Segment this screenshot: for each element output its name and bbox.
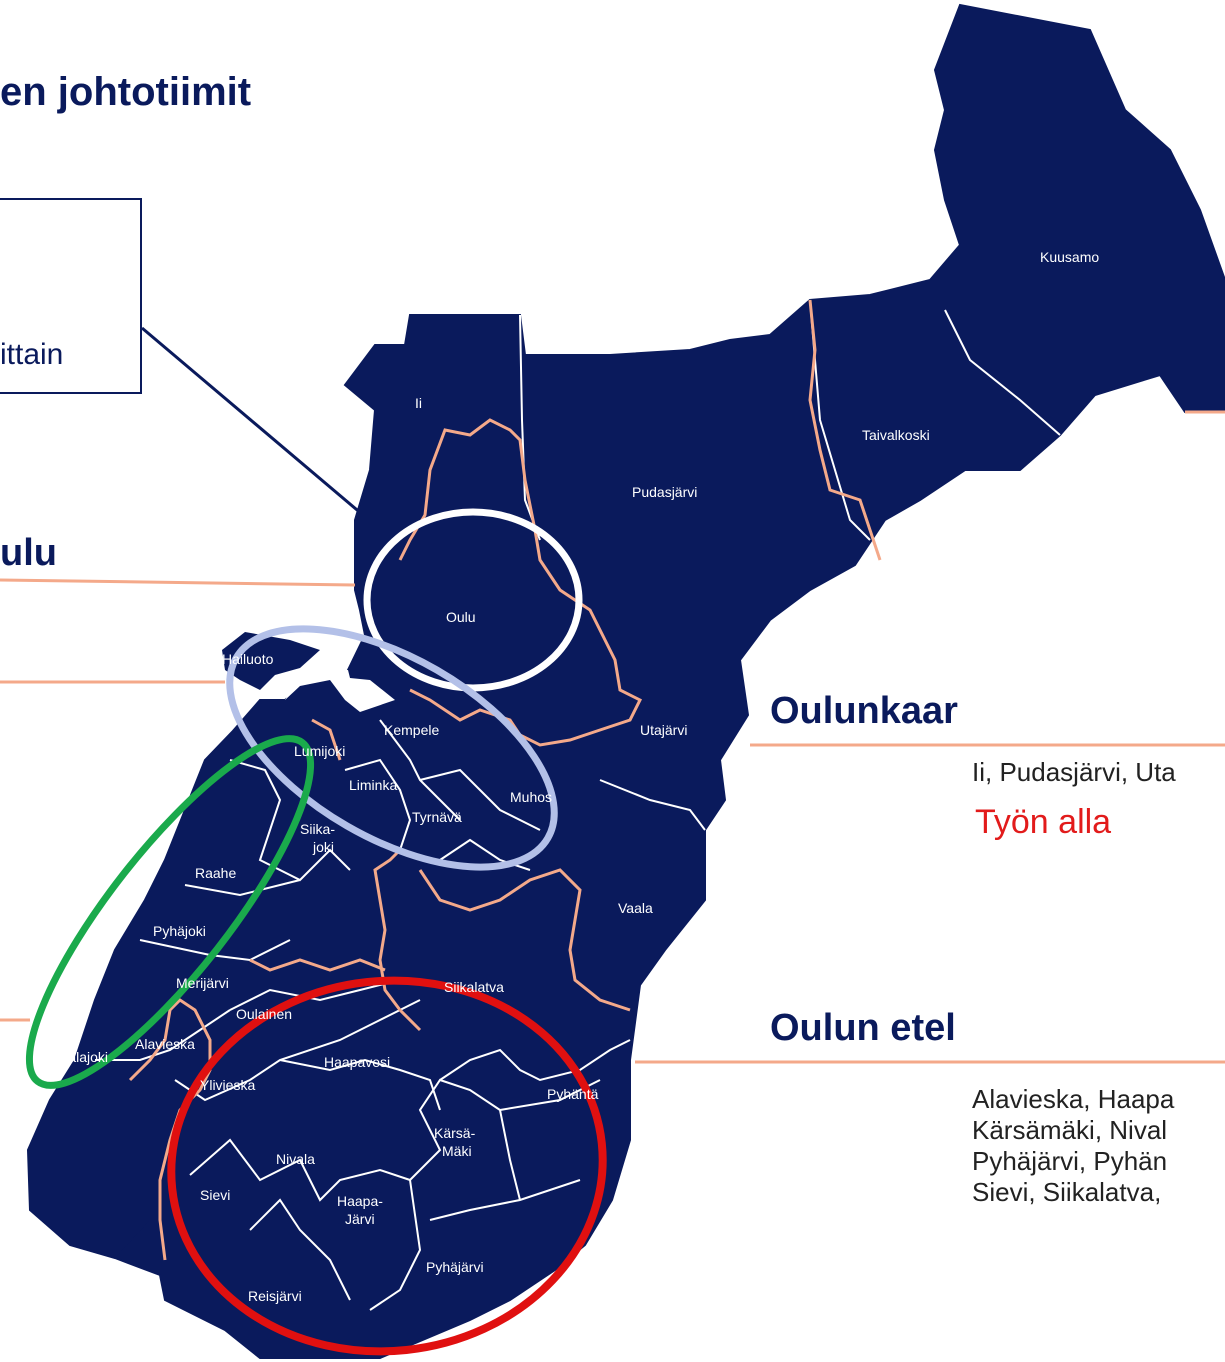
oulun-etela-line-3: Pyhäjärvi, Pyhän	[972, 1146, 1168, 1176]
label-tyrnava: Tyrnävä	[412, 809, 462, 825]
label-oulu: Oulu	[446, 609, 476, 625]
label-haapajarvi-1: Haapa-	[337, 1193, 383, 1209]
label-haapavesi: Haapavesi	[324, 1054, 390, 1070]
label-kempele: Kempele	[384, 722, 439, 738]
label-nivala: Nivala	[276, 1151, 315, 1167]
label-haapajarvi-2: Järvi	[345, 1211, 375, 1227]
oulunkaari-status: Työn alla	[975, 803, 1112, 841]
oulun-etela-line-4: Sievi, Siikalatva,	[972, 1177, 1162, 1207]
oulun-etela-members: Alavieska, Haapa Kärsämäki, Nival Pyhäjä…	[972, 1084, 1174, 1208]
label-hailuoto: Hailuoto	[222, 651, 274, 667]
label-merijarvi: Merijärvi	[176, 975, 229, 991]
label-oulainen: Oulainen	[236, 1006, 292, 1022]
oulun-seutu-highlight-ellipse	[226, 625, 558, 871]
label-ii: Ii	[415, 395, 422, 411]
region-borders	[0, 299, 1225, 1261]
page-title: en johtotiimit	[0, 70, 252, 114]
oulunkaari-title: Oulunkaar	[770, 690, 958, 732]
label-pudasjarvi: Pudasjärvi	[632, 484, 697, 500]
oulun-etela-line-2: Kärsämäki, Nival	[972, 1115, 1168, 1145]
map-kalajoki	[28, 1050, 200, 1258]
label-raahe: Raahe	[195, 865, 236, 881]
oulun-etela-title: Oulun etel	[770, 1007, 956, 1049]
raahe-highlight-ellipse	[25, 735, 315, 1089]
left-region-heading: ulu	[0, 532, 57, 574]
label-ylivieska: Ylivieska	[200, 1077, 255, 1093]
oulunkaari-members: Ii, Pudasjärvi, Uta	[972, 757, 1176, 787]
label-karsamaki-1: Kärsä-	[434, 1125, 476, 1141]
label-reisjarvi: Reisjärvi	[248, 1288, 302, 1304]
label-lumijoki: Lumijoki	[294, 743, 345, 759]
municipality-labels: Kuusamo Taivalkoski Ii Pudasjärvi Oulu H…	[59, 249, 1099, 1304]
callout-box	[0, 198, 142, 394]
label-sievi: Sievi	[200, 1187, 230, 1203]
label-siikajoki-2: joki	[312, 839, 334, 855]
label-liminka: Liminka	[349, 777, 397, 793]
oulun-etela-highlight-ellipse	[167, 976, 607, 1356]
label-pyhajarvi: Pyhäjärvi	[426, 1259, 484, 1275]
label-muhos: Muhos	[510, 789, 552, 805]
label-taivalkoski: Taivalkoski	[862, 427, 930, 443]
oulu-highlight-circle	[363, 508, 583, 692]
label-siikajoki-1: Siika-	[300, 821, 335, 837]
map-sea-inlet	[285, 670, 395, 712]
label-kalajoki: Kalajoki	[59, 1049, 108, 1065]
label-alavieska: Alavieska	[135, 1036, 195, 1052]
label-kuusamo: Kuusamo	[1040, 249, 1099, 265]
callout-text: ittain	[0, 338, 64, 371]
label-utajarvi: Utajärvi	[640, 722, 687, 738]
label-siikalatva: Siikalatva	[444, 979, 504, 995]
label-pyhanta: Pyhäntä	[547, 1086, 599, 1102]
label-pyhajoki: Pyhäjoki	[153, 923, 206, 939]
label-karsamaki-2: Mäki	[442, 1143, 472, 1159]
oulun-etela-line-1: Alavieska, Haapa	[972, 1084, 1175, 1114]
label-vaala: Vaala	[618, 900, 653, 916]
